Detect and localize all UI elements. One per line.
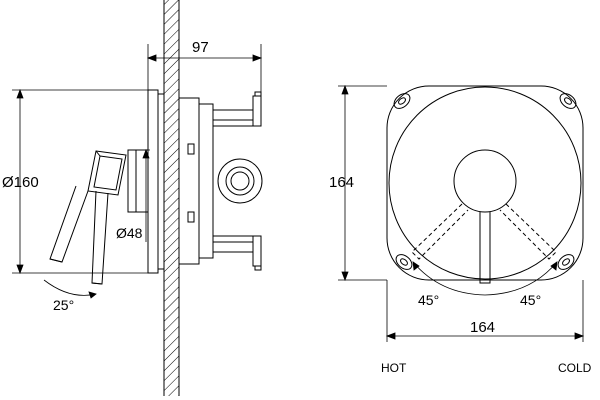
- valve-body: [178, 97, 200, 265]
- lever-angle-dimension: 25°: [53, 297, 74, 313]
- round-cover: [388, 86, 582, 280]
- cold-label: COLD: [558, 361, 592, 375]
- outlet-fitting: [217, 158, 263, 204]
- wall-section: [164, 0, 179, 396]
- handle-hub: [453, 149, 517, 213]
- hot-label: HOT: [381, 361, 407, 375]
- lever-positions: [411, 203, 557, 260]
- mounting-lugs: [393, 93, 577, 270]
- side-view-dimensions: [12, 44, 263, 299]
- cover-plate: [147, 89, 159, 274]
- lever-handle: [49, 150, 127, 285]
- height-dimension: 164: [329, 174, 354, 191]
- cold-angle-dimension: 45°: [520, 292, 541, 308]
- width-dimension: 164: [470, 319, 495, 336]
- sleeve: [127, 149, 149, 213]
- hot-angle-dimension: 45°: [418, 292, 439, 308]
- front-plate: [386, 85, 584, 281]
- plate-diameter-dimension: Ø160: [2, 174, 39, 191]
- front-view-dimensions: [338, 84, 585, 342]
- front-view: [386, 85, 584, 284]
- body-diameter-dimension: Ø48: [116, 225, 143, 241]
- side-view: [49, 0, 263, 396]
- depth-dimension: 97: [192, 39, 209, 56]
- lever-center: [479, 212, 491, 284]
